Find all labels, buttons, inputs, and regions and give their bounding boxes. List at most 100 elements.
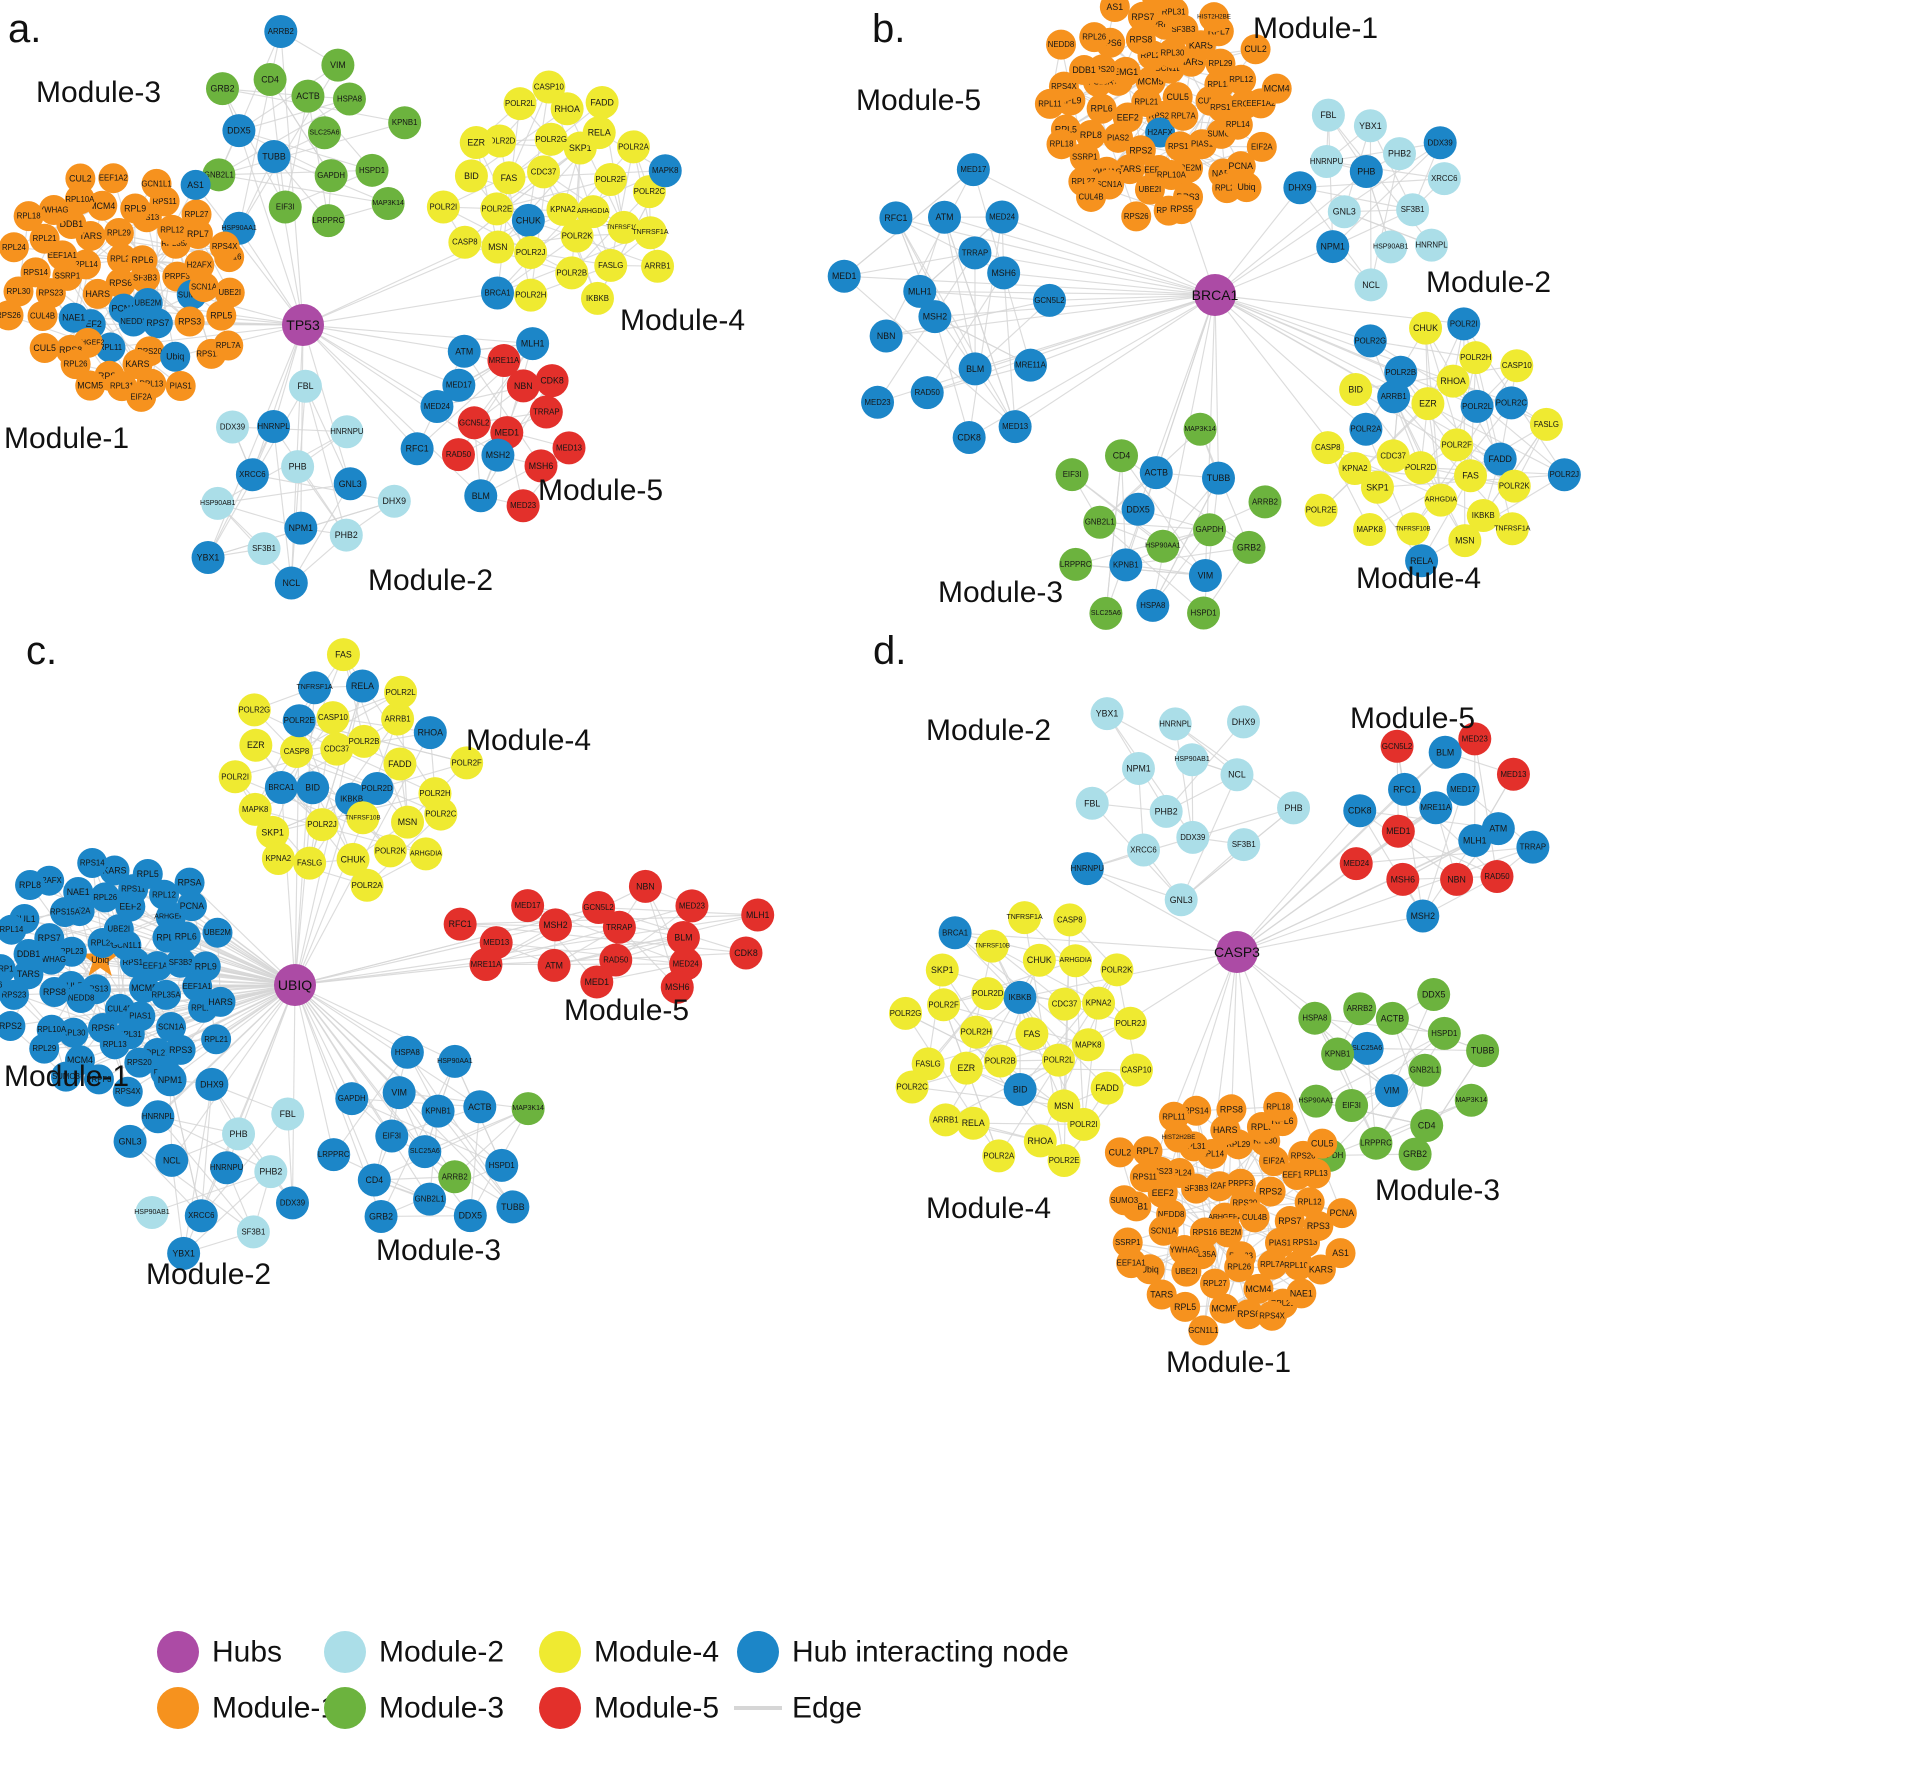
node-EZR [459, 126, 493, 160]
node-label: RPL35A [151, 990, 181, 999]
edge [290, 386, 306, 583]
edge [1214, 294, 1220, 479]
node-label: ARHGEF2 [71, 339, 104, 346]
node-label: GAPDH [1196, 525, 1224, 534]
node-label: RPL9 [124, 203, 146, 213]
edge [238, 64, 339, 132]
node-RPL18 [1263, 1091, 1294, 1122]
node-RPL21 [29, 223, 60, 254]
node-label: CASP10 [1122, 1066, 1153, 1075]
node-label: RPS6 [92, 1023, 115, 1033]
node-CASP8 [1053, 903, 1087, 937]
node-SF3B3 [165, 947, 196, 978]
node-RPL7A [213, 330, 244, 361]
node-MED13 [1496, 757, 1530, 791]
node-label: CASP10 [318, 713, 349, 722]
node-label: SF3B1 [252, 544, 276, 553]
node-FADD [1090, 1071, 1124, 1105]
node-label: SUMO3 [52, 1072, 80, 1081]
node-label: IKBKB [340, 795, 363, 804]
node-CD4 [357, 1163, 391, 1197]
node-label: NCL [1362, 280, 1380, 290]
legend-label: Edge [792, 1692, 862, 1725]
node-POLR2K [1100, 953, 1134, 987]
node-DDB1 [13, 938, 44, 969]
node-label: MED1 [585, 977, 610, 987]
node-label: CDC37 [324, 745, 350, 754]
node-label: FASLG [297, 859, 322, 868]
node-label: NEDD8 [1048, 40, 1074, 49]
node-NBN [506, 369, 540, 403]
node-label: POLR2L [1462, 402, 1493, 411]
edge [1174, 723, 1194, 838]
node-label: GRB2 [1237, 542, 1261, 552]
node-label: CDC37 [1380, 451, 1406, 460]
node-POLR2G [889, 996, 923, 1030]
node-AS1 [1325, 1238, 1356, 1269]
node-label: RPL14 [74, 260, 99, 269]
node-PHB [222, 1117, 256, 1151]
node-DDX5 [1121, 492, 1155, 526]
edge [1049, 294, 1216, 301]
node-label: FASLG [916, 1059, 941, 1068]
node-label: ACTB [468, 1102, 492, 1112]
node-POLR2B [555, 256, 589, 290]
node-RAD50 [441, 438, 475, 472]
node-label: HSP90AA1 [221, 225, 257, 232]
hub-node-BRCA1 [1194, 274, 1236, 316]
edge [157, 1116, 272, 1173]
node-label: RPL26 [93, 893, 117, 902]
node-label: VIM [391, 1088, 407, 1098]
node-label: RPL29 [1209, 59, 1233, 68]
edge [1214, 294, 1423, 562]
node-label: HSPD1 [1191, 608, 1217, 617]
node-label: SSRP1 [1072, 153, 1098, 162]
node-label: RPS13 [84, 985, 109, 994]
node-HSPA8 [332, 82, 366, 116]
node-BID [1003, 1072, 1037, 1106]
node-label: HSP90AB1 [200, 500, 236, 507]
node-ACTB [1139, 456, 1173, 490]
node-label: POLR2B [349, 737, 380, 746]
node-label: SF3B1 [241, 1227, 265, 1236]
node-label: FAS [335, 650, 352, 660]
node-ACTB [1375, 1001, 1409, 1035]
module-label-module-4: Module-4 [1356, 562, 1481, 595]
node-EMG1 [1110, 56, 1141, 87]
node-label: FADD [1488, 454, 1511, 464]
node-label: SKP1 [569, 143, 592, 153]
edge [207, 324, 304, 558]
node-label: CHUK [341, 854, 366, 864]
node-RPL18 [1046, 129, 1077, 160]
node-label: PHB [1357, 167, 1375, 177]
node-label: MRE11A [489, 356, 520, 365]
node-label: NPM1 [1321, 242, 1346, 252]
node-label: MED17 [515, 901, 541, 910]
node-label: FAS [1024, 1029, 1041, 1039]
node-RELA [345, 669, 379, 703]
edge [302, 324, 438, 407]
edge [291, 984, 296, 1203]
node-label: RPS11 [1133, 1173, 1157, 1182]
node-POLR2G [1353, 324, 1387, 358]
node-label: NAE1 [62, 313, 85, 323]
node-label: TNFRSF10B [1395, 525, 1430, 532]
node-CUL5 [1307, 1128, 1338, 1159]
node-label: RPL11 [1162, 1112, 1185, 1121]
edge [912, 1086, 1064, 1107]
node-RPL12 [157, 214, 188, 245]
node-FBL [1075, 786, 1109, 820]
edge [302, 324, 418, 450]
node-MED1 [580, 965, 614, 999]
node-MCM4 [1261, 73, 1292, 104]
node-label: PHB2 [1388, 149, 1411, 159]
node-POLR2I [218, 760, 252, 794]
edge [294, 984, 481, 1108]
node-label: EEF2 [1117, 112, 1139, 122]
node-label: SSRP1 [0, 965, 13, 974]
node-label: KPNB1 [1325, 1050, 1351, 1059]
node-label: ARRB1 [645, 262, 671, 271]
edge [1359, 810, 1457, 880]
